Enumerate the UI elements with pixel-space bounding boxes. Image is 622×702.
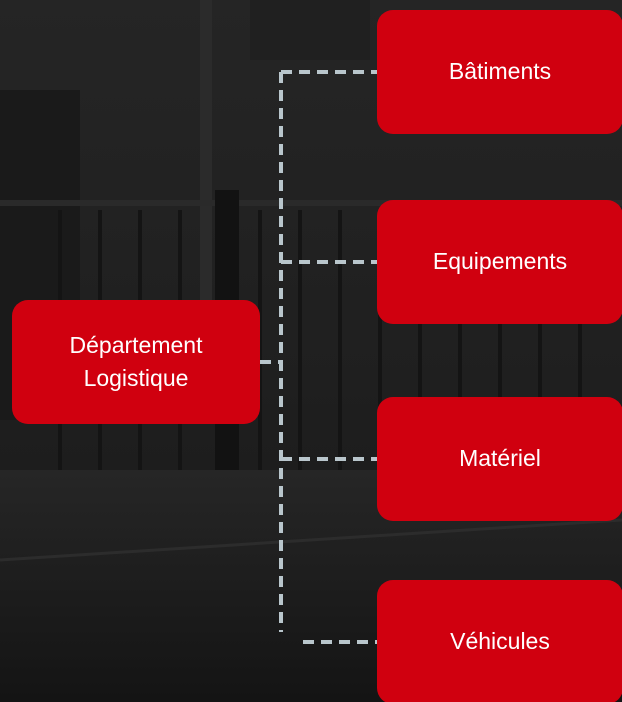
child-node-label: Bâtiments (448, 58, 552, 85)
child-node: Véhicules (377, 580, 622, 702)
child-node: Matériel (377, 397, 622, 521)
root-node-label-line2: Logistique (83, 365, 189, 391)
root-node-label-line1: Département (69, 331, 203, 358)
child-node-label: Equipements (432, 248, 568, 275)
child-node-label: Véhicules (450, 628, 550, 655)
child-node: Equipements (377, 200, 622, 324)
child-node: Bâtiments (377, 10, 622, 134)
root-node: Département Logistique (12, 300, 260, 424)
child-node-label: Matériel (459, 445, 541, 472)
